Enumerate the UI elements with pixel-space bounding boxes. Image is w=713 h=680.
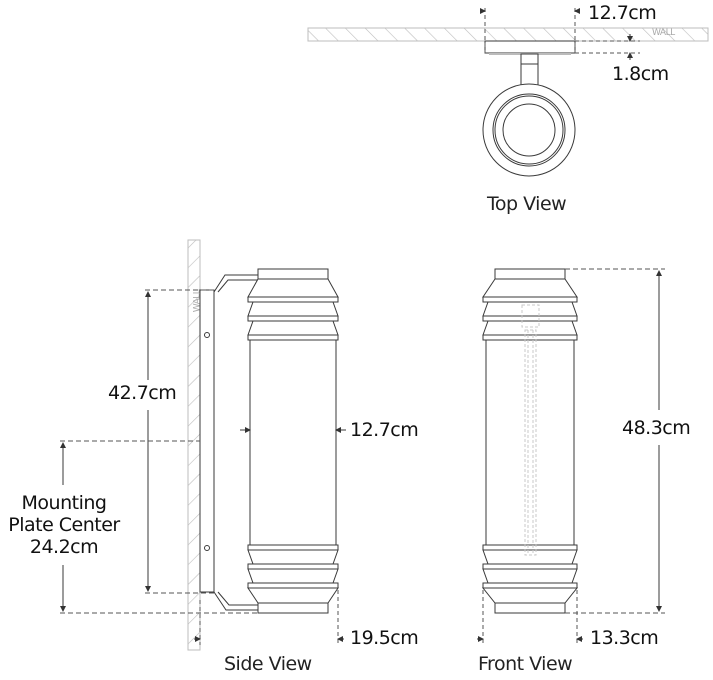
fixture-cylinder-front [485, 339, 575, 546]
side-view-title: Side View [224, 653, 312, 675]
mounting-line1: Mounting [21, 492, 107, 514]
mounting-plate-side [199, 289, 215, 593]
side-projection-label: 19.5cm [350, 627, 419, 649]
front-view [477, 268, 665, 645]
fixture-cylinder-side [249, 339, 337, 546]
top-depth-label: 1.8cm [612, 63, 669, 85]
wall-section-top [307, 27, 709, 42]
top-width-label: 12.7cm [588, 2, 657, 24]
side-height-label: 42.7cm [108, 382, 177, 404]
front-width-label: 13.3cm [590, 627, 659, 649]
mounting-value: 24.2cm [29, 536, 99, 558]
mounting-line2: Plate Center [8, 514, 120, 536]
side-view [60, 239, 346, 651]
side-diameter-label: 12.7cm [350, 419, 419, 441]
wall-label-side: WALL [192, 289, 203, 313]
mounting-plate-top [484, 40, 576, 54]
wall-label-top: WALL [652, 28, 675, 38]
top-view [307, 8, 709, 177]
mounting-plate-center-label: Mounting Plate Center 24.2cm [0, 492, 128, 558]
fixture-outer-ring [482, 83, 576, 177]
top-view-title: Top View [487, 193, 567, 215]
hidden-mounting-plate [521, 304, 540, 556]
front-height-label: 48.3cm [622, 417, 691, 439]
front-view-title: Front View [478, 653, 573, 675]
